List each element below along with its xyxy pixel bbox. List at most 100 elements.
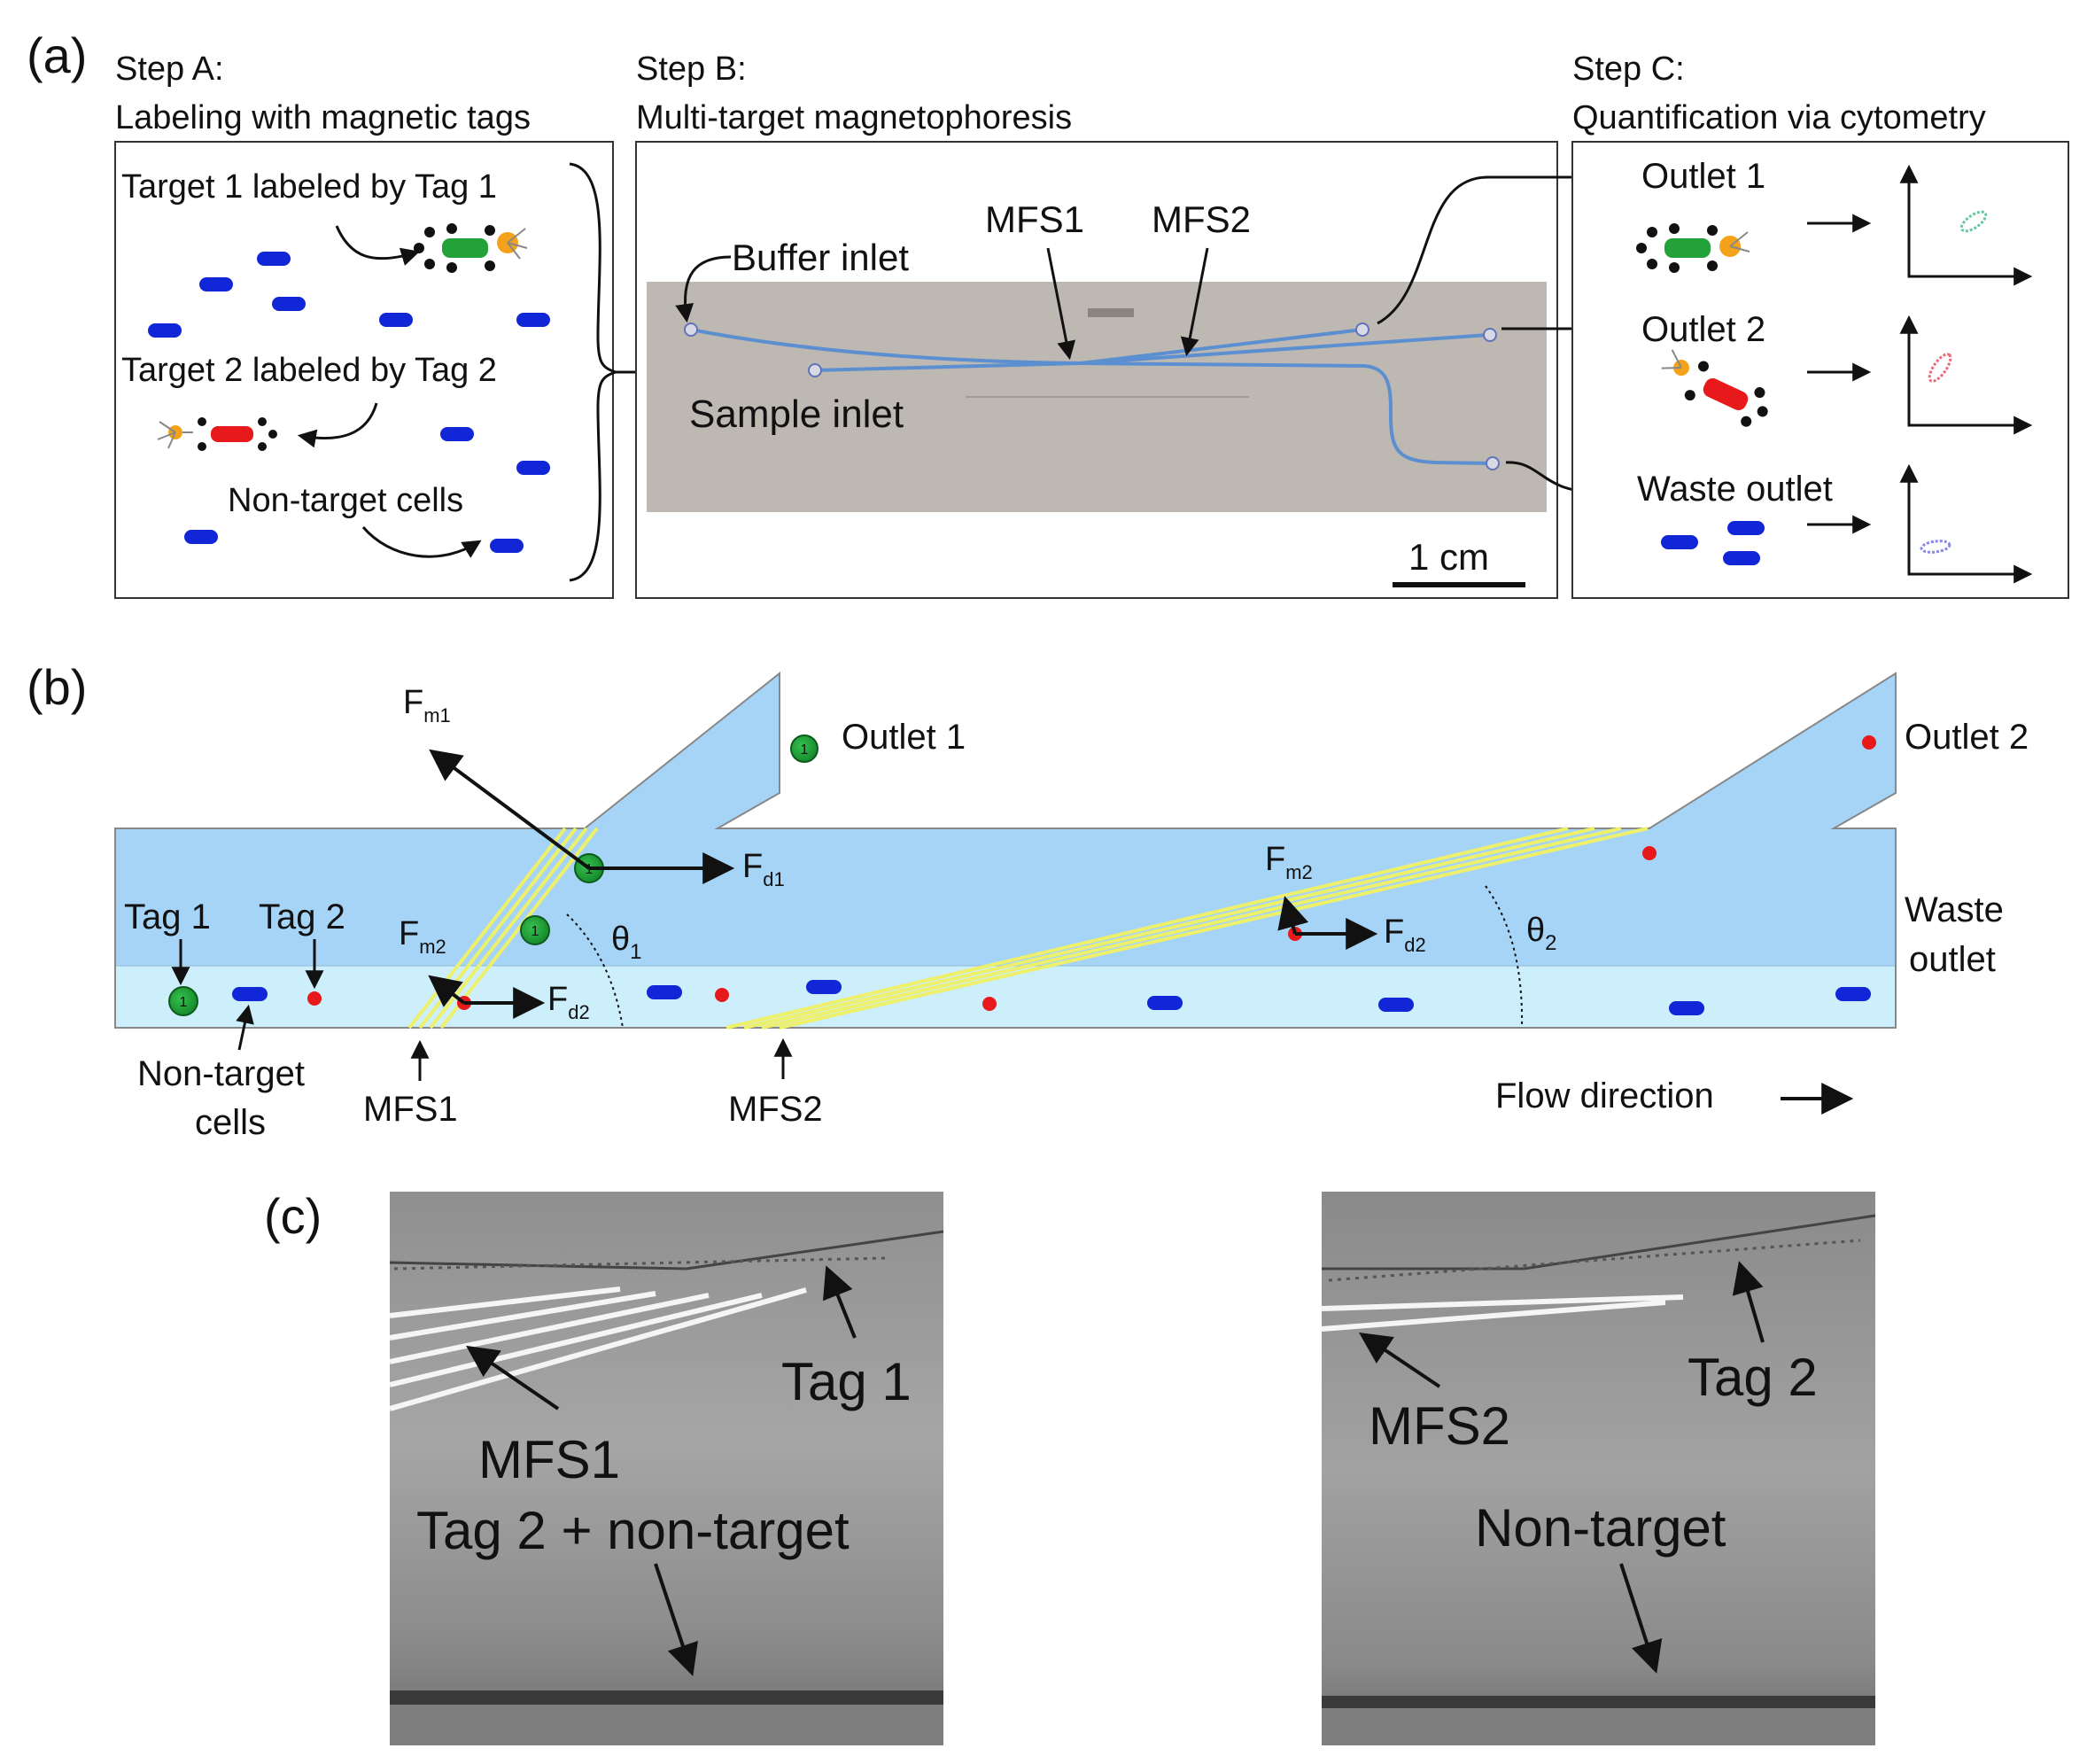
cyto-plot-2 bbox=[1899, 315, 2033, 435]
force-m1-label: Fm1 bbox=[403, 684, 451, 727]
svg-text:1: 1 bbox=[532, 924, 539, 939]
force-m1-arrow bbox=[429, 749, 591, 870]
mfs1-arrow-c bbox=[466, 1345, 560, 1410]
arrow-nontarget bbox=[361, 526, 482, 558]
panel-a: (a) Step A: Labeling with magnetic tags … bbox=[27, 27, 2069, 599]
flow-direction-label: Flow direction bbox=[1495, 1076, 1714, 1115]
nontarget-label-b-1: Non-target bbox=[137, 1054, 305, 1093]
outlet2-label-b: Outlet 2 bbox=[1905, 718, 2029, 757]
nontarget-label-b-2: cells bbox=[195, 1103, 266, 1142]
tag1-label-c: Tag 1 bbox=[781, 1352, 912, 1411]
buffer-inlet-label: Buffer inlet bbox=[732, 237, 909, 278]
step-c-subtitle: Quantification via cytometry bbox=[1572, 99, 1986, 136]
force-m2-label-right: Fm2 bbox=[1265, 841, 1313, 883]
tag2-label-b: Tag 2 bbox=[259, 898, 345, 936]
target1-label: Target 1 labeled by Tag 1 bbox=[121, 168, 497, 206]
tag1-arrow-c bbox=[822, 1265, 857, 1339]
blue-cells-b bbox=[232, 980, 1871, 1015]
theta1-arc bbox=[566, 913, 624, 1029]
force-m2-arrow-right bbox=[1277, 896, 1309, 935]
waste-label-a: Waste outlet bbox=[1637, 470, 1833, 509]
target2-icon bbox=[157, 417, 277, 451]
mfs2-label-c: MFS2 bbox=[1369, 1396, 1510, 1456]
theta2-label: θ2 bbox=[1526, 912, 1557, 955]
force-d2-label-right: Fd2 bbox=[1384, 913, 1426, 956]
svg-text:1: 1 bbox=[801, 742, 809, 758]
theta1-label: θ1 bbox=[611, 921, 642, 964]
cyto-plot-3 bbox=[1899, 463, 2033, 584]
nontarget-cell bbox=[272, 297, 306, 311]
tag2-arrow-c bbox=[1732, 1261, 1765, 1343]
panel-a-label: (a) bbox=[27, 27, 87, 83]
nontarget-cell bbox=[184, 530, 218, 544]
nontarget-cells-a bbox=[148, 252, 550, 553]
force-m2-arrow-left bbox=[428, 975, 466, 1007]
mfs2-chip-label: MFS2 bbox=[1152, 198, 1251, 240]
buffer-inlet-arrow bbox=[675, 255, 732, 323]
panel-c: (c) Tag 1 MFS1 Tag 2 + non-target bbox=[264, 1188, 1876, 1745]
nontarget-pointer bbox=[236, 1004, 254, 1051]
chip-channels bbox=[690, 328, 1494, 465]
force-d1-label: Fd1 bbox=[742, 848, 785, 890]
outlet1-label-b: Outlet 1 bbox=[842, 718, 966, 757]
panel-b: (b) θ1 θ2 1 1 bbox=[27, 659, 2029, 1142]
tag1-label-b: Tag 1 bbox=[124, 898, 211, 936]
nontarget-cell bbox=[440, 427, 474, 441]
micrograph-left: Tag 1 MFS1 Tag 2 + non-target bbox=[389, 1192, 944, 1745]
nontarget-arrow-c bbox=[1619, 1563, 1663, 1674]
nontarget-label-c: Non-target bbox=[1475, 1498, 1726, 1558]
mfs2-label-b: MFS2 bbox=[728, 1090, 823, 1129]
step-a-title: Step A: bbox=[115, 51, 224, 88]
cyto-plot-1 bbox=[1899, 164, 2033, 286]
outlet2-label-a: Outlet 2 bbox=[1641, 310, 1765, 349]
panel-c-label: (c) bbox=[264, 1188, 322, 1244]
mfs1-chip-label: MFS1 bbox=[985, 198, 1084, 240]
step-a-box bbox=[114, 141, 614, 599]
step-b-subtitle: Multi-target magnetophoresis bbox=[636, 99, 1072, 136]
step-c-title: Step C: bbox=[1572, 51, 1685, 88]
mfs1-chip-arrow bbox=[1046, 247, 1076, 361]
step-a-subtitle: Labeling with magnetic tags bbox=[115, 99, 531, 136]
arrow-target1 bbox=[335, 225, 421, 266]
arrow-target2 bbox=[297, 402, 378, 448]
nontarget-cell bbox=[379, 313, 413, 327]
nontarget-cell bbox=[199, 277, 233, 291]
chip-mark bbox=[1088, 308, 1134, 317]
nontarget-cell bbox=[516, 313, 550, 327]
mfs2-chip-arrow bbox=[1180, 247, 1209, 357]
micrograph-right: Tag 2 MFS2 Non-target bbox=[1321, 1192, 1876, 1745]
mfs1-label-c: MFS1 bbox=[478, 1430, 620, 1489]
tag2-nontarget-label-c: Tag 2 + non-target bbox=[416, 1501, 850, 1560]
outlet1-label-a: Outlet 1 bbox=[1641, 157, 1765, 196]
nontarget-label: Non-target cells bbox=[228, 482, 463, 519]
svg-text:1: 1 bbox=[180, 995, 188, 1010]
waste-label-b-2: outlet bbox=[1909, 940, 1996, 979]
target2-label: Target 2 labeled by Tag 2 bbox=[121, 352, 497, 389]
outlet1-arrow bbox=[1377, 167, 1641, 325]
target1-icon bbox=[414, 223, 528, 273]
outlet2-cell-icon bbox=[1661, 349, 1768, 427]
waste-cells bbox=[1661, 521, 1765, 565]
mfs2-stripes bbox=[725, 827, 1649, 1030]
force-m2-label-left: Fm2 bbox=[399, 915, 446, 958]
sample-inlet-label: Sample inlet bbox=[689, 392, 904, 436]
tag1-cell bbox=[790, 734, 819, 763]
tag1-cell bbox=[520, 915, 550, 945]
chip-ports bbox=[684, 322, 1500, 470]
scale-label: 1 cm bbox=[1408, 536, 1489, 578]
nontarget-cell bbox=[257, 252, 291, 266]
nontarget-cell bbox=[490, 539, 524, 553]
force-d2-label-left: Fd2 bbox=[547, 981, 590, 1023]
waste-label-b-1: Waste bbox=[1905, 890, 2004, 929]
step-c-box bbox=[1571, 141, 2069, 599]
tag1-cell bbox=[168, 986, 198, 1016]
nontarget-cell bbox=[148, 323, 182, 338]
theta2-arc bbox=[1485, 885, 1524, 1029]
main-channel bbox=[114, 671, 1897, 1029]
panel-b-label: (b) bbox=[27, 659, 87, 715]
tag2-label-c: Tag 2 bbox=[1688, 1348, 1818, 1407]
outlet1-cell-icon bbox=[1636, 223, 1750, 273]
mfs2-arrow-c bbox=[1359, 1332, 1441, 1388]
step-b-title: Step B: bbox=[636, 51, 747, 88]
